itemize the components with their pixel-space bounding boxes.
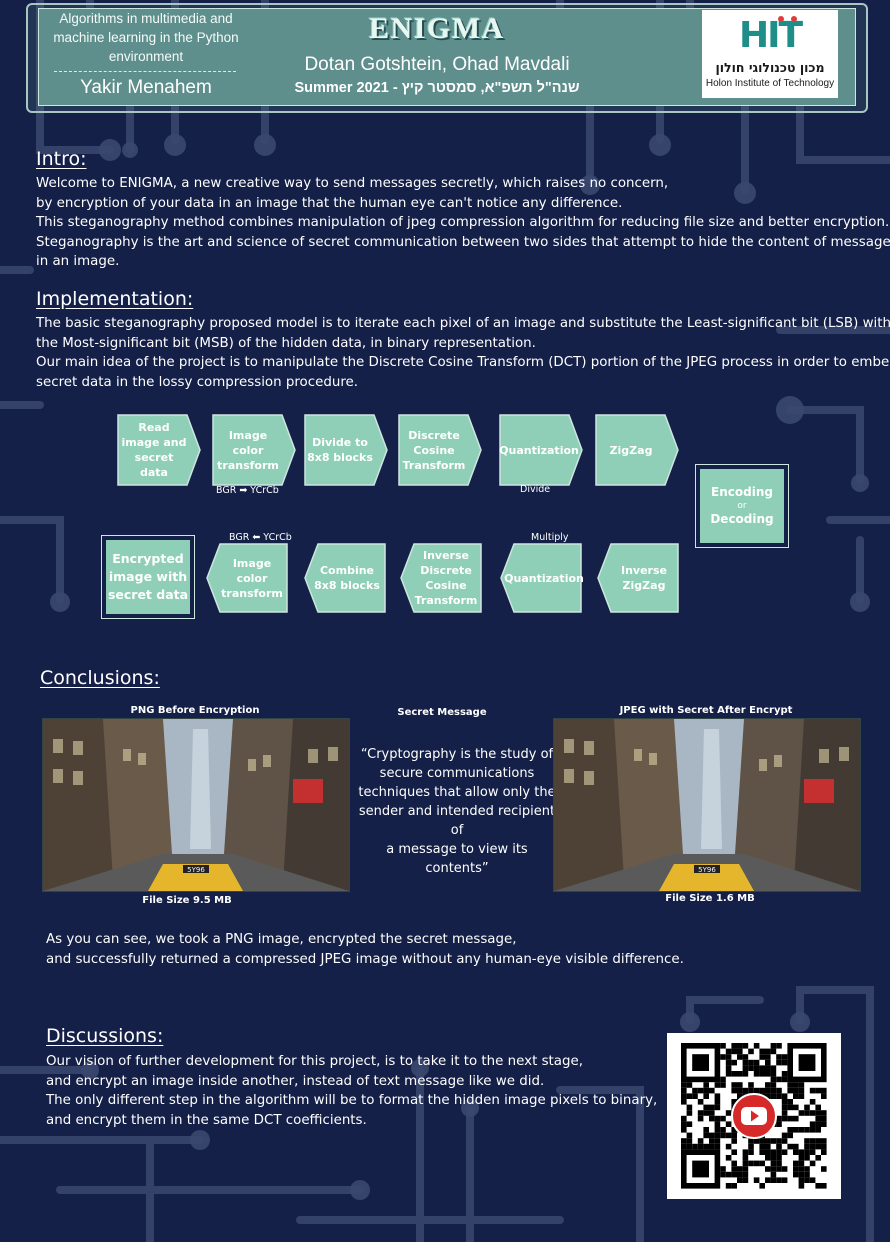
course-title: Algorithms in multimedia and machine lea… xyxy=(53,11,239,64)
city-street-illustration-copy: 5Y96 xyxy=(554,719,860,891)
discussion-line: and encrypt them in the same DCT coeffic… xyxy=(46,1112,367,1128)
flow-step-inverse-color-transform: Image color transform xyxy=(221,556,283,600)
flow-step-combine-shape xyxy=(304,543,386,613)
discussion-line: and encrypt an image inside another, ins… xyxy=(46,1073,545,1089)
discussions-heading: Discussions: xyxy=(46,1025,164,1047)
output-box xyxy=(106,540,190,614)
encoding-label: Encoding xyxy=(711,485,773,499)
flow-step-zigzag-shape xyxy=(595,414,679,486)
flow-step-color-transform: Image color transform xyxy=(217,428,279,472)
flow-step-dct: Discrete Cosine Transform xyxy=(402,428,466,472)
logo-dot xyxy=(791,16,797,22)
note-divide: Divide xyxy=(520,484,551,495)
flow-step-read: Read image and secret data xyxy=(121,421,187,479)
hit-logo: HIT מכון טכנולוגי חולון Holon Institute … xyxy=(702,10,838,98)
png-caption: PNG Before Encryption xyxy=(130,705,260,716)
quote-line: techniques that allow only the xyxy=(358,785,556,800)
or-label: or xyxy=(737,501,747,511)
discussions-text: Our vision of further development for th… xyxy=(46,1052,657,1130)
intro-line: Welcome to ENIGMA, a new creative way to… xyxy=(36,176,669,191)
poster-title: ENIGMA xyxy=(369,12,505,45)
intro-text: Welcome to ENIGMA, a new creative way to… xyxy=(36,174,890,272)
flow-step-idct-shape xyxy=(400,543,482,613)
secret-message-quote: “Cryptography is the study of secure com… xyxy=(355,745,559,878)
flow-step-divide-shape xyxy=(304,414,388,486)
flow-step-dct-shape xyxy=(398,414,482,486)
implementation-line: The basic steganography proposed model i… xyxy=(36,316,890,331)
qr-code[interactable] xyxy=(667,1033,841,1199)
conclusions-summary: As you can see, we took a PNG image, enc… xyxy=(46,930,684,969)
quote-line: “Cryptography is the study of xyxy=(360,747,554,762)
secret-message-caption: Secret Message xyxy=(397,707,487,718)
intro-heading: Intro: xyxy=(36,148,87,170)
youtube-play-icon xyxy=(731,1093,777,1139)
output-box-frame xyxy=(101,535,195,619)
flow-step-color-shape xyxy=(212,414,296,486)
flow-step-quantization: Quantization xyxy=(499,443,579,457)
conclusions-heading: Conclusions: xyxy=(40,667,160,689)
implementation-line: secret data in the lossy compression pro… xyxy=(36,374,359,390)
flow-step-dequantization-shape xyxy=(500,543,582,613)
flow-step-output: Encrypted image with secret data xyxy=(107,551,189,602)
quote-line: secure communications xyxy=(379,766,535,781)
flow-step-dequantization: Quantization xyxy=(504,571,584,585)
semester: שנה"ל תשפ"א, סמסטר קיץ - Summer 2021 xyxy=(294,80,580,96)
encoding-decoding-frame xyxy=(695,464,789,548)
city-street-illustration: 5Y96 xyxy=(43,719,349,891)
logo-hebrew-text: מכון טכנולוגי חולון xyxy=(715,60,825,75)
flow-step-divide-blocks: Divide to 8x8 blocks xyxy=(307,436,373,464)
flow-step-inverse-zigzag-shape xyxy=(597,543,679,613)
flow-step-read-shape xyxy=(117,414,201,486)
authors: Dotan Gotshtein, Ohad Mavdali xyxy=(304,54,570,75)
jpeg-image: 5Y96 xyxy=(553,718,861,892)
quote-line: a message to view its contents” xyxy=(386,842,528,876)
lecturer-name: Yakir Menahem xyxy=(80,77,212,98)
note-multiply: Multiply xyxy=(531,532,569,543)
flow-step-idct: Inverse Discrete Cosine Transform xyxy=(414,549,478,607)
logo-english-text: Holon Institute of Technology xyxy=(705,78,835,89)
flow-step-zigzag: ZigZag xyxy=(609,443,653,457)
flow-step-combine-blocks: Combine 8x8 blocks xyxy=(314,564,380,592)
taxi-sign: 5Y96 xyxy=(187,866,205,874)
implementation-heading: Implementation: xyxy=(36,288,194,310)
flow-step-inverse-zigzag: Inverse ZigZag xyxy=(621,564,667,592)
summary-line: and successfully returned a compressed J… xyxy=(46,951,684,967)
png-image: 5Y96 xyxy=(42,718,350,892)
flow-step-quantization-shape xyxy=(499,414,583,486)
note-ycrcb-to-bgr: BGR ⬅ YCrCb xyxy=(229,532,292,543)
taxi-sign: 5Y96 xyxy=(698,866,716,874)
summary-line: As you can see, we took a PNG image, enc… xyxy=(46,932,517,947)
implementation-line: the Most-significant bit (MSB) of the hi… xyxy=(36,335,536,351)
intro-line: by encryption of your data in an image t… xyxy=(36,195,623,211)
decoding-label: Decoding xyxy=(710,512,774,526)
note-bgr-to-ycrcb: BGR ➡ YCrCb xyxy=(216,485,279,496)
intro-line: This steganography method combines manip… xyxy=(36,215,890,230)
implementation-line: Our main idea of the project is to manip… xyxy=(36,355,890,370)
quote-line: sender and intended recipient of xyxy=(358,804,556,838)
intro-line: in an image. xyxy=(36,254,120,269)
jpeg-caption: JPEG with Secret After Encrypt xyxy=(619,705,793,716)
jpeg-file-size: File Size 1.6 MB xyxy=(665,893,755,904)
encoding-decoding-box: Encoding or Decoding xyxy=(700,469,784,543)
implementation-text: The basic steganography proposed model i… xyxy=(36,314,890,392)
discussion-line: The only different step in the algorithm… xyxy=(46,1093,658,1108)
flow-step-inverse-color-shape xyxy=(206,543,288,613)
logo-dot xyxy=(778,16,784,22)
qr-code-pattern xyxy=(680,1043,827,1189)
discussion-line: Our vision of further development for th… xyxy=(46,1054,583,1069)
intro-line: Steganography is the art and science of … xyxy=(36,234,890,250)
course-divider xyxy=(54,71,236,72)
png-file-size: File Size 9.5 MB xyxy=(142,895,232,906)
